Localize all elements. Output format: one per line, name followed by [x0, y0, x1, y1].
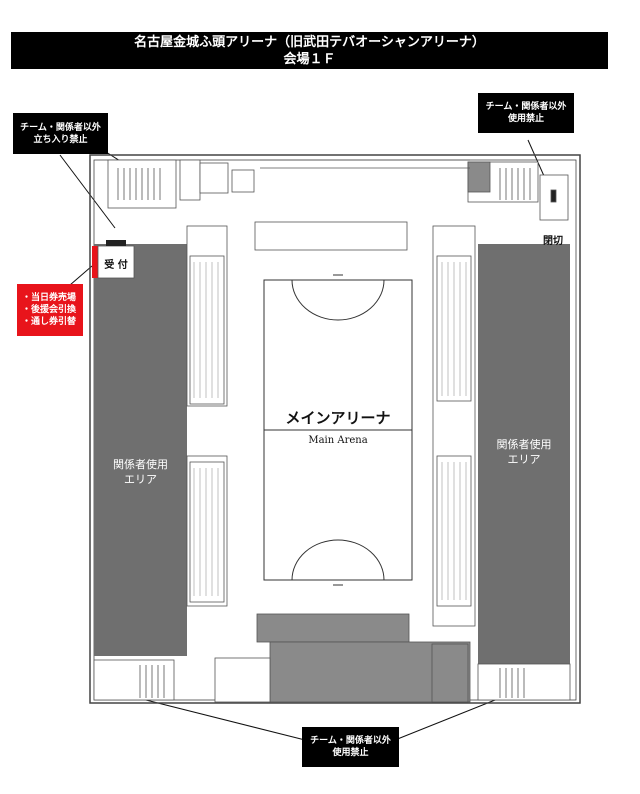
main-court: [263, 274, 413, 586]
staff-area-right: [478, 244, 570, 664]
staff-area-left: [94, 244, 187, 656]
callout-text-2: 使用禁止: [332, 748, 369, 758]
stairs-top-right: [467, 161, 569, 221]
ticket-sales-label: ・当日券売場: [22, 293, 77, 303]
callout-text-1: チーム・関係者以外: [485, 102, 567, 112]
staff-area-left-notch: [137, 244, 167, 284]
staff-area-left-line-1: 関係者使用: [113, 458, 168, 471]
stairs-bottom-right: [477, 663, 571, 701]
callout-ticket-services: ・当日券売場 ・後援会引換 ・通し券引替: [17, 284, 83, 336]
seat-rows: [193, 262, 467, 600]
staff-area-right-line-2: エリア: [507, 453, 541, 466]
callout-text-1: チーム・関係者以外: [20, 122, 101, 133]
closed-label: 閉切: [543, 236, 563, 247]
staff-area-left-line-2: エリア: [124, 473, 157, 486]
reception-counter: [106, 240, 126, 246]
seating-left: [186, 225, 228, 607]
reception-marker: [92, 246, 98, 278]
supporter-exchange-label: ・後援会引換: [22, 305, 77, 315]
staff-area-right-line-1: 関係者使用: [496, 438, 552, 451]
stairs-bottom-left: [93, 659, 175, 701]
staff-area-right-label: 関係者使用 エリア: [478, 437, 570, 467]
callout-text-2: 使用禁止: [507, 114, 544, 124]
callout-staff-only-top-left: チーム・関係者以外 立ち入り禁止: [13, 113, 108, 154]
top-corridor: [254, 159, 470, 251]
bottom-stands: [214, 613, 471, 703]
main-arena-label-jp: メインアリーナ: [285, 409, 391, 427]
map-title: 名古屋金城ふ頭アリーナ（旧武田テバオーシャンアリーナ） 会場１Ｆ: [11, 32, 608, 69]
callout-text-2: 立ち入り禁止: [33, 134, 88, 145]
title-line-2: 会場１Ｆ: [283, 52, 336, 67]
season-ticket-label: ・通し券引替: [22, 317, 77, 327]
reception-label: 受 付: [104, 260, 128, 271]
staff-area-left-label: 関係者使用 エリア: [94, 457, 187, 487]
callout-text-1: チーム・関係者以外: [310, 736, 391, 746]
title-line-1: 名古屋金城ふ頭アリーナ（旧武田テバオーシャンアリーナ）: [134, 35, 485, 50]
callout-staff-only-bottom: チーム・関係者以外 使用禁止: [302, 727, 399, 767]
reception-desk: [97, 245, 135, 279]
stairs-top-left: [107, 159, 255, 209]
callout-staff-only-top-right: チーム・関係者以外 使用禁止: [478, 93, 574, 133]
main-arena-label-en: Main Arena: [308, 435, 368, 446]
